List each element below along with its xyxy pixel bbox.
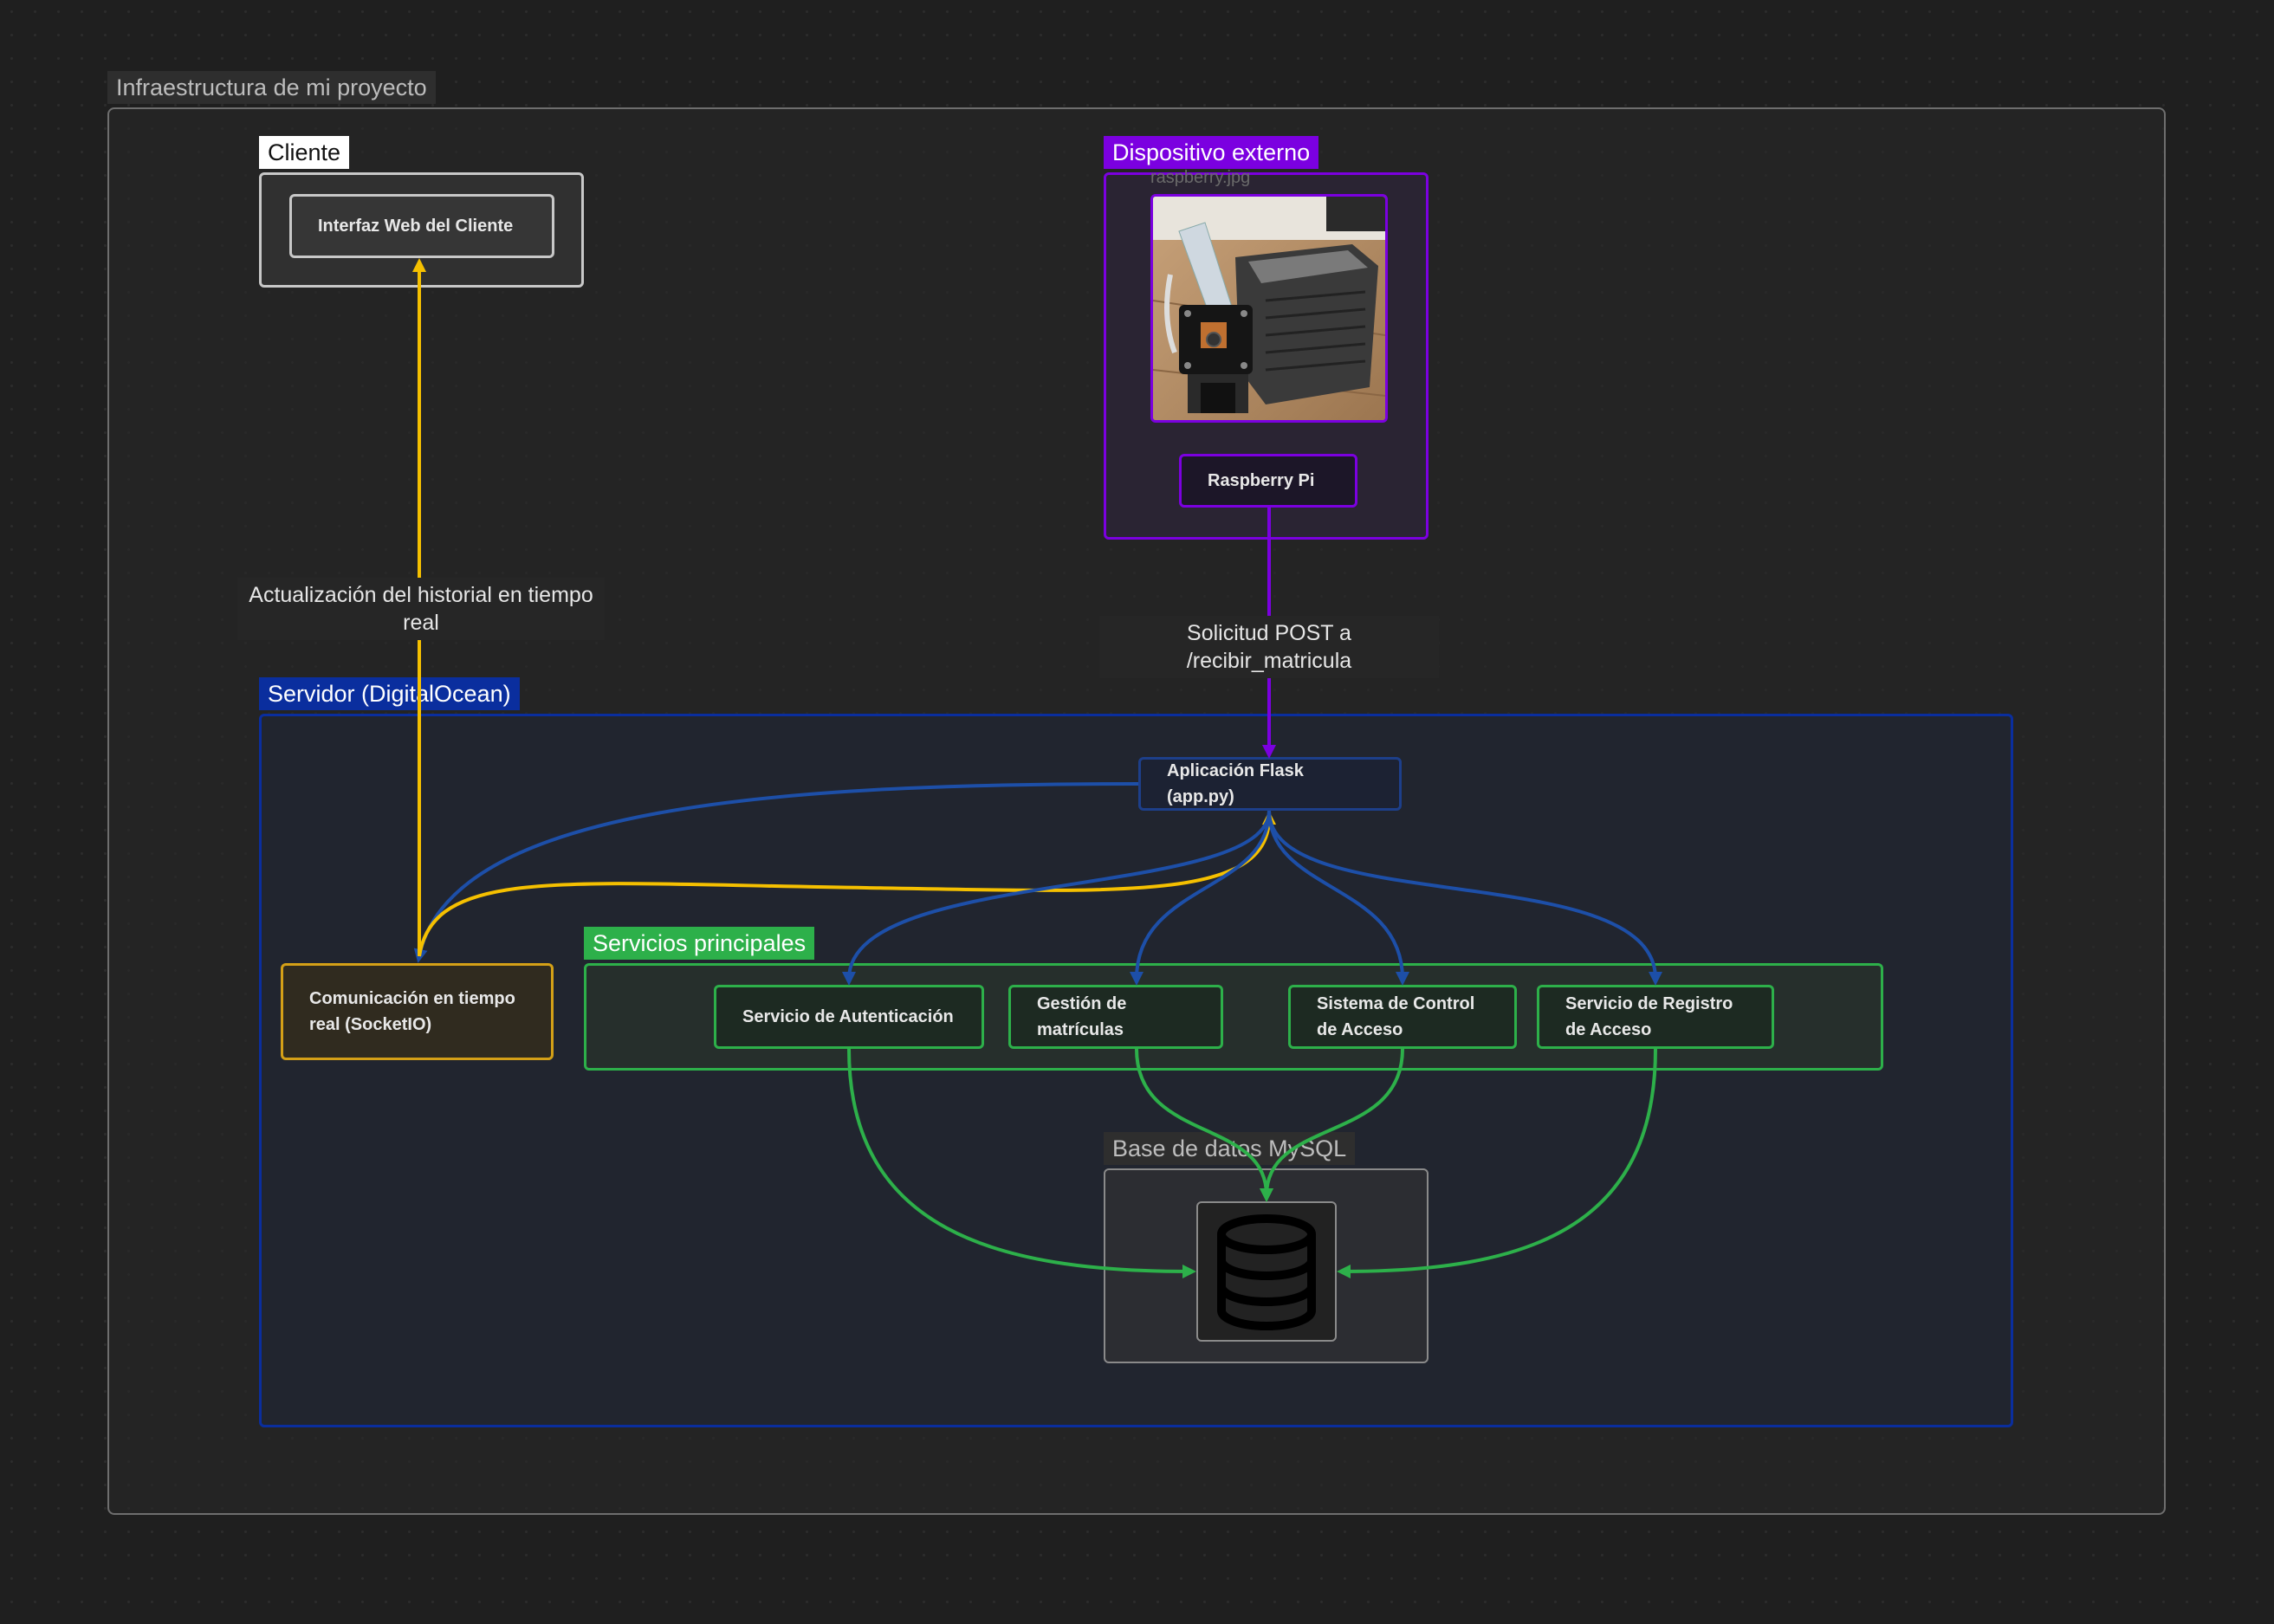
raspberry-pi-camera-photo-icon [1153, 197, 1385, 420]
auth-node[interactable]: Servicio de Autenticación [714, 985, 984, 1049]
edge-flask-to-matriculas [1130, 810, 1271, 986]
edge-label-historial: Actualización del historial en tiempo re… [237, 578, 605, 640]
edge-matriculas-to-db [1135, 1048, 1273, 1202]
raspberry-pi-node[interactable]: Raspberry Pi [1179, 454, 1357, 508]
database-node[interactable] [1196, 1201, 1337, 1342]
matriculas-node[interactable]: Gestión de matrículas [1008, 985, 1223, 1049]
edge-socketio-to-flask [418, 811, 1276, 957]
edge-auth-to-db [847, 1048, 1196, 1278]
raspberry-photo [1150, 194, 1388, 423]
edge-flask-to-control [1267, 810, 1409, 986]
edge-label-post: Solicitud POST a /recibir_matricula [1099, 616, 1439, 678]
basedatos-group-label: Base de datos MySQL [1104, 1132, 1356, 1165]
edge-registro-to-db [1337, 1048, 1657, 1278]
servidor-group-label: Servidor (DigitalOcean) [259, 677, 520, 710]
dispositivo-group-label: Dispositivo externo [1104, 136, 1319, 169]
edge-flask-to-auth [842, 810, 1271, 986]
interfaz-web-node[interactable]: Interfaz Web del Cliente [289, 194, 554, 258]
control-acceso-node[interactable]: Sistema de Control de Acceso [1288, 985, 1517, 1049]
edge-control-to-db [1260, 1048, 1404, 1202]
flask-node[interactable]: Aplicación Flask (app.py) [1138, 757, 1402, 811]
database-icon [1217, 1214, 1316, 1331]
raspberry-image-caption: raspberry.jpg [1150, 168, 1251, 187]
socketio-node[interactable]: Comunicación en tiempo real (SocketIO) [281, 963, 554, 1060]
edge-flask-to-registro [1267, 810, 1662, 986]
registro-acceso-node[interactable]: Servicio de Registro de Acceso [1537, 985, 1774, 1049]
cliente-group-label: Cliente [259, 136, 350, 169]
project-title: Infraestructura de mi proyecto [107, 71, 436, 104]
edge-flask-to-socketio [413, 782, 1139, 963]
servicios-group-label: Servicios principales [584, 927, 815, 960]
